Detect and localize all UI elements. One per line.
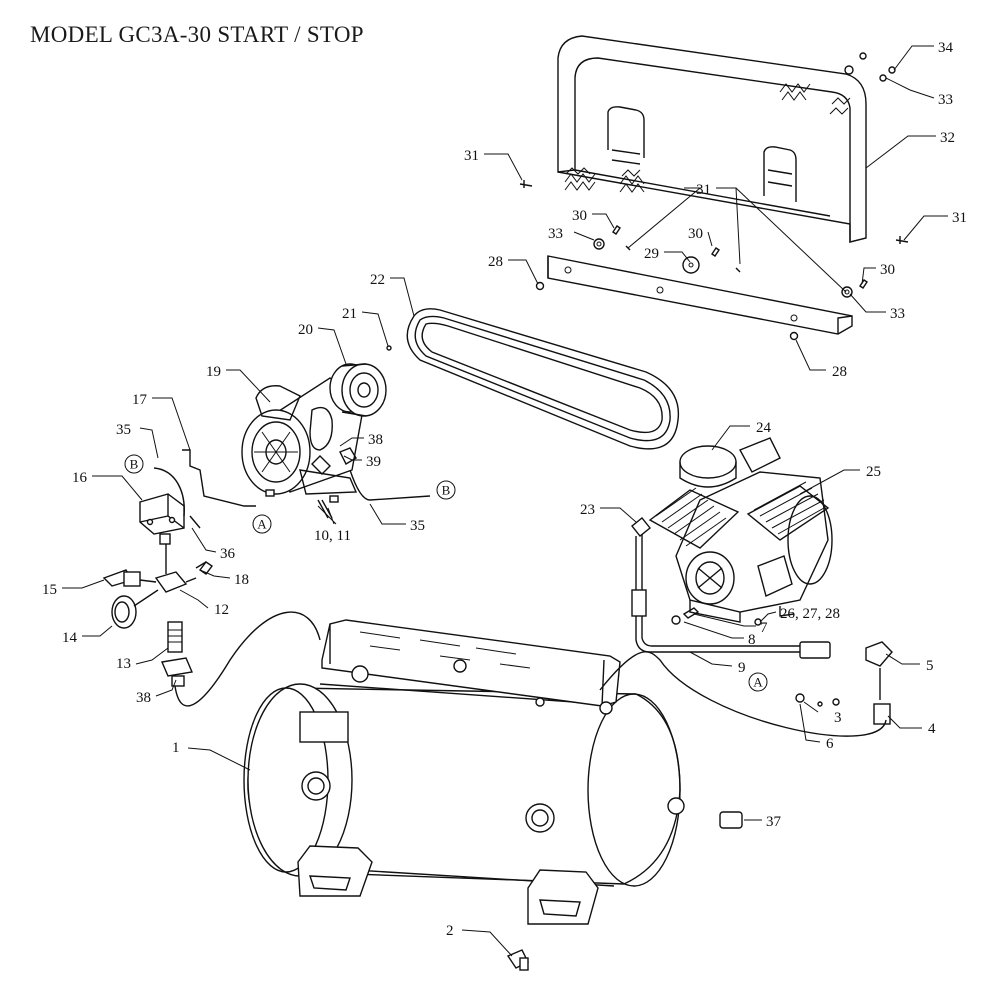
unloader-tube [174,611,887,737]
callout-30-right: 30 [880,262,895,278]
callout-30-left: 30 [572,208,587,224]
callout-16: 16 [72,470,88,486]
connector-b-label: B [130,457,139,472]
pump-mount-hardware [671,607,762,626]
connector-b-label: B [442,483,451,498]
callout-6: 6 [826,736,834,752]
callout-labels: 1 2 3 4 5 6 7 8 9 10, 11 12 13 14 15 16 … [42,40,967,939]
callout-21: 21 [342,306,357,322]
callout-12: 12 [214,602,229,618]
callout-22: 22 [370,272,385,288]
callout-13: 13 [116,656,131,672]
pressure-gauge [111,589,159,629]
connector-b-right: B [436,480,456,500]
callout-37: 37 [766,814,782,830]
belt-guard [557,35,867,243]
electric-motor [241,377,365,503]
callout-23: 23 [580,502,595,518]
motor-pulley [329,345,392,417]
check-valve [161,621,193,687]
callout-30-middle: 30 [688,226,703,242]
callout-10-11: 10, 11 [314,528,351,544]
guard-bracket [547,255,853,335]
callout-4: 4 [928,721,936,737]
callout-24: 24 [756,420,772,436]
callout-19: 19 [206,364,221,380]
connector-a-label: A [753,675,763,690]
callout-33-right: 33 [890,306,905,322]
pressure-switch [139,493,185,545]
callout-25: 25 [866,464,881,480]
mount-plate [321,619,621,715]
callout-18: 18 [234,572,249,588]
callout-14: 14 [62,630,78,646]
callout-29: 29 [644,246,659,262]
connector-a-label: A [257,517,267,532]
callout-2: 2 [446,923,454,939]
callout-26-27-28: 26, 27, 28 [780,606,840,622]
air-tank [243,683,743,887]
callout-31-left: 31 [464,148,479,164]
connector-b-left: B [124,454,144,474]
callout-8: 8 [748,632,756,648]
callout-32: 32 [940,130,955,146]
callout-33-left: 33 [548,226,563,242]
callout-34: 34 [938,40,954,56]
tank-feet [297,845,599,925]
callout-28-right: 28 [832,364,847,380]
callout-9: 9 [738,660,746,676]
manifold-tee [154,544,214,593]
compressor-pump [648,437,833,623]
callout-31-right: 31 [952,210,967,226]
callout-39: 39 [366,454,381,470]
vent-mesh [564,83,851,193]
discharge-tube [631,517,893,725]
callout-3: 3 [834,710,842,726]
callout-20: 20 [298,322,313,338]
callout-35-right: 35 [410,518,425,534]
callout-15: 15 [42,582,57,598]
guard-hardware [519,52,909,341]
callout-7: 7 [760,620,768,636]
callout-36: 36 [220,546,236,562]
callout-35-left: 35 [116,422,131,438]
connector-a-left: A [252,514,272,534]
callout-17: 17 [132,392,148,408]
callout-28-left: 28 [488,254,503,270]
drain-valve [506,949,529,971]
callout-31-middle: 31 [696,182,711,198]
connector-a-right: A [748,672,768,692]
callout-leaders [62,45,948,957]
callout-38-motor: 38 [368,432,383,448]
callout-38-left: 38 [136,690,151,706]
drive-belt [406,308,680,450]
safety-valve [102,569,157,587]
callout-5: 5 [926,658,934,674]
diagram-title: MODEL GC3A-30 START / STOP [30,22,364,47]
callout-1: 1 [172,740,180,756]
callout-33-top: 33 [938,92,953,108]
